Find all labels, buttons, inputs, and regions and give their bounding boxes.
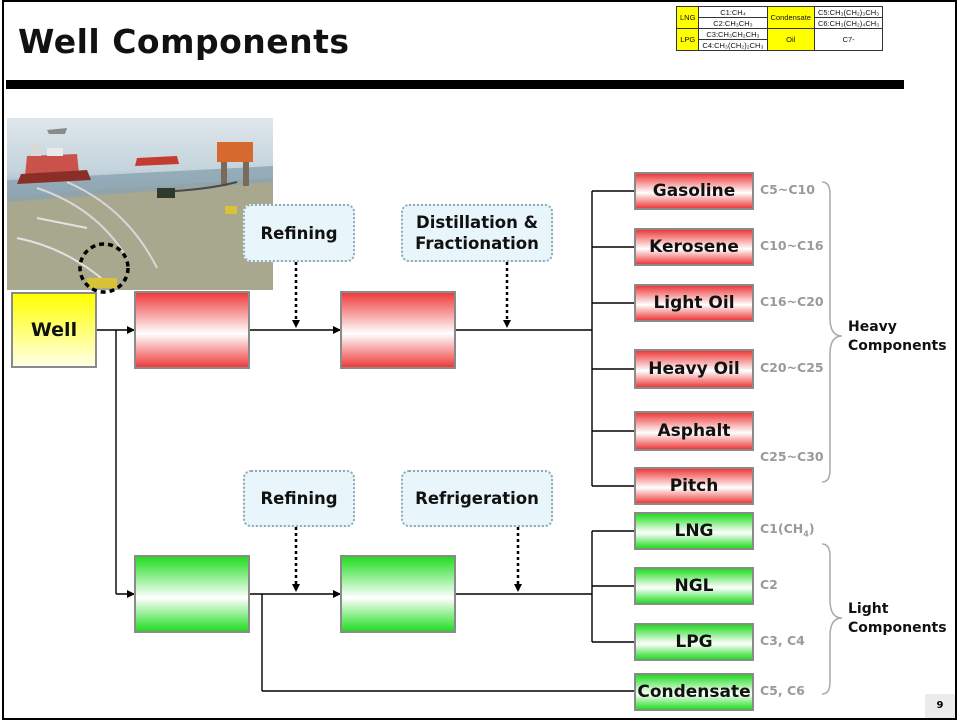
range-lng-close: ) [808,521,815,536]
gas-refining-stage [340,555,456,633]
offshore-field-illustration [7,118,273,290]
legend-oil: Oil [766,28,815,51]
hydrocarbon-legend-table: LNG C1:CH₄ Condensate C5:CH₃(CH₂)₃CH₃ C2… [675,6,884,51]
range-gasoline: C5~C10 [760,182,815,197]
product-pitch: Pitch [634,467,754,505]
light-label-line1: Light [848,601,889,617]
process-distillation-fractionation: Distillation & Fractionation [401,204,553,262]
light-components-label: Light Components [848,600,947,638]
product-asphalt: Asphalt [634,411,754,451]
product-lpg: LPG [634,623,754,661]
process-refining-oil: Refining [243,204,355,262]
range-lpg: C3, C4 [760,633,805,648]
process-refining-gas: Refining [243,470,355,527]
range-asphalt-pitch: C25~C30 [760,449,824,464]
page-number: 9 [925,694,955,718]
range-lng: C1(CH4) [760,521,815,539]
legend-condensate: Condensate [766,6,815,29]
well-box: Well [11,292,97,368]
product-kerosene: Kerosene [634,228,754,266]
product-ngl: NGL [634,567,754,605]
range-heavy-oil: C20~C25 [760,360,824,375]
oil-separation-stage [134,291,250,369]
range-kerosene: C10~C16 [760,238,824,253]
heavy-label-line2: Components [848,338,947,354]
legend-c4: C4:CH₃(CH₂)₂CH₃ [698,39,768,51]
legend-lpg: LPG [675,28,700,51]
product-heavy-oil: Heavy Oil [634,349,754,389]
slide-title: Well Components [18,22,350,61]
title-divider [6,80,904,89]
range-lng-text: C1(CH [760,521,804,536]
well-label: Well [30,319,78,341]
product-condensate: Condensate [634,673,754,711]
product-light-oil: Light Oil [634,284,754,322]
process-refrigeration: Refrigeration [401,470,553,527]
heavy-components-label: Heavy Components [848,318,947,356]
product-lng: LNG [634,512,754,550]
product-gasoline: Gasoline [634,172,754,210]
light-label-line2: Components [848,620,947,636]
range-lng-subscript: 4 [803,529,809,539]
range-ngl: C2 [760,577,778,592]
heavy-label-line1: Heavy [848,319,897,335]
range-condensate: C5, C6 [760,683,805,698]
oil-refining-stage [340,291,456,369]
legend-lng: LNG [675,6,700,29]
range-light-oil: C16~C20 [760,294,824,309]
gas-separation-stage [134,555,250,633]
legend-c7: C7- [813,28,884,51]
